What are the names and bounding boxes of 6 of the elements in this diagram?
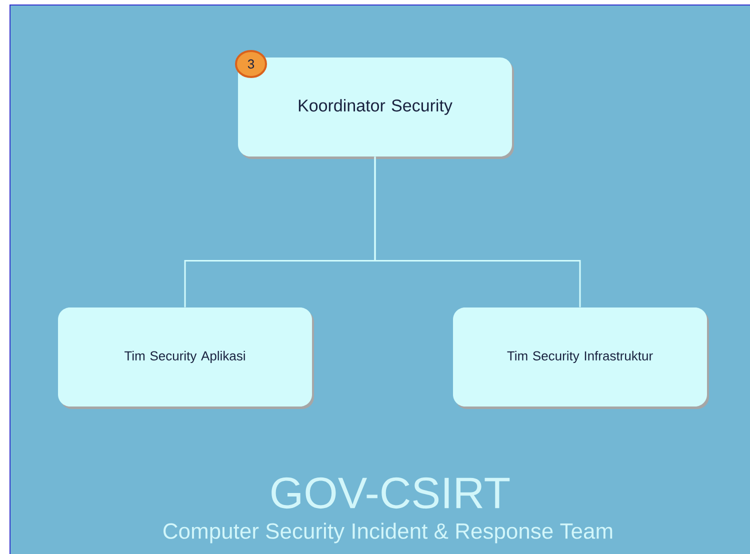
heading: GOV-CSIRT: [272, 477, 510, 509]
process-box: Tim Security Infrastruktur: [453, 308, 709, 409]
process-box: Tim Security Aplikasi: [58, 308, 314, 409]
connector-line: [374, 156, 581, 308]
callout-number: 3: [235, 50, 267, 78]
subtitle: Computer Security Incident & Response Team: [164, 522, 612, 544]
